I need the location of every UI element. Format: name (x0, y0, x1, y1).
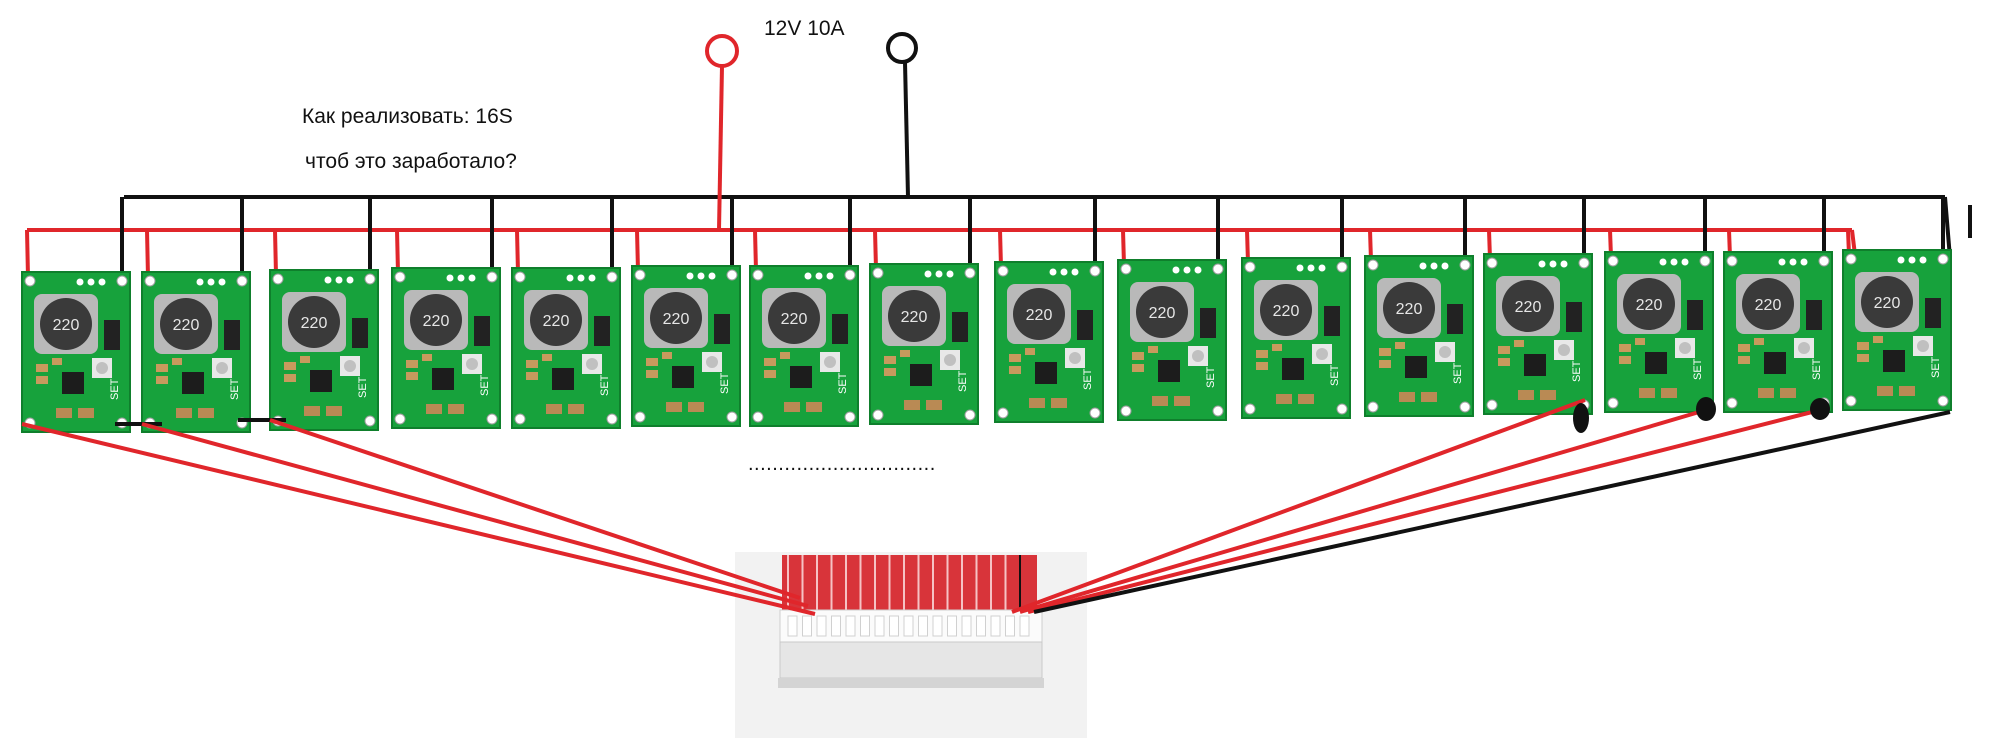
set-label: SET (1082, 368, 1094, 390)
positive-drop (395, 229, 400, 274)
balance-connector-icon (735, 552, 1087, 738)
inductor-label: 220 (1396, 301, 1423, 318)
set-label: SET (357, 376, 369, 398)
balance-wire (269, 418, 801, 600)
question-line-2: чтоб это заработало? (305, 150, 517, 173)
inductor-label: 220 (1636, 297, 1663, 314)
supply-label: 12V 10A (764, 17, 845, 40)
inductor-label: 220 (1874, 295, 1901, 312)
positive-drop (145, 229, 150, 278)
inductor-label: 220 (1026, 307, 1053, 324)
set-label: SET (109, 378, 121, 400)
set-label: SET (957, 370, 969, 392)
set-label: SET (1329, 364, 1341, 386)
supply-wires (25, 61, 1952, 278)
positive-drop (25, 229, 30, 278)
set-label: SET (837, 372, 849, 394)
set-label: SET (599, 374, 611, 396)
set-label: SET (719, 372, 731, 394)
positive-drop (873, 229, 878, 270)
set-label: SET (479, 374, 491, 396)
inductor-label: 220 (1755, 297, 1782, 314)
inductor-label: 220 (1149, 305, 1176, 322)
set-label: SET (1692, 358, 1704, 380)
set-label: SET (1930, 356, 1942, 378)
inductor-label: 220 (543, 313, 570, 330)
positive-drop (753, 229, 758, 272)
inductor-label: 220 (173, 317, 200, 334)
inductor-label: 220 (301, 315, 328, 332)
positive-drop (515, 229, 520, 274)
positive-drop (273, 229, 278, 276)
balance-ground-wire (1033, 410, 1951, 614)
inductor-label: 220 (1273, 303, 1300, 320)
series-links (115, 418, 286, 426)
set-label: SET (1205, 366, 1217, 388)
negative-terminal-icon (886, 32, 918, 64)
balance-wire (141, 422, 809, 608)
continuation-dots: ............................... (748, 453, 936, 475)
charger-modules: 220SET220SET220SET220SET220SET220SET220S… (21, 249, 1952, 433)
balance-wire (21, 422, 816, 616)
inductor-label: 220 (423, 313, 450, 330)
inductor-label: 220 (1515, 299, 1542, 316)
balance-wire (1019, 408, 1707, 614)
balance-wire (1011, 398, 1586, 614)
positive-terminal-icon (705, 34, 739, 68)
question-line-1: Как реализовать: 16S (302, 105, 513, 128)
inductor-label: 220 (781, 311, 808, 328)
inductor-label: 220 (663, 311, 690, 328)
inductor-label: 220 (901, 309, 928, 326)
balance-wires (21, 398, 1951, 616)
positive-drop (635, 229, 640, 272)
balance-wire (1027, 408, 1821, 614)
set-label: SET (1452, 362, 1464, 384)
inductor-label: 220 (53, 317, 80, 334)
set-label: SET (1811, 358, 1823, 380)
positive-drop (998, 229, 1003, 268)
set-label: SET (229, 378, 241, 400)
set-label: SET (1571, 360, 1583, 382)
solder-marks (1573, 397, 1830, 433)
